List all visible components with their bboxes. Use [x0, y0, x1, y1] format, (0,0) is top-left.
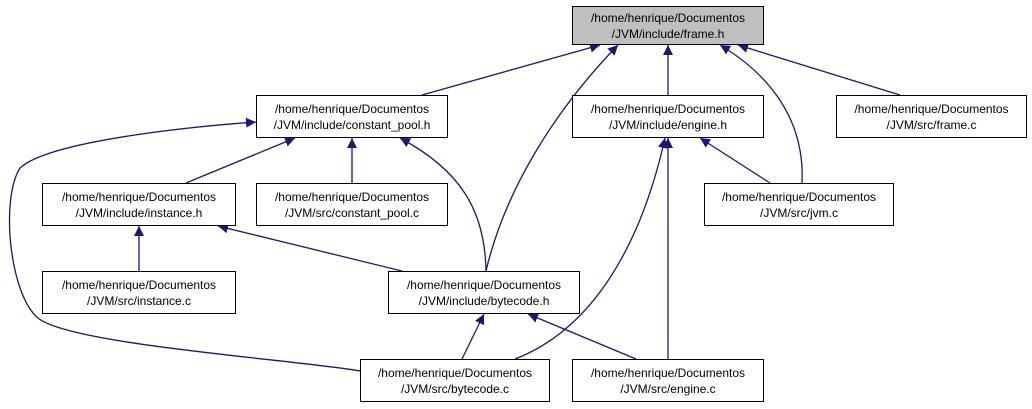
- node-instance-h-line1: /home/henrique/Documentos: [61, 189, 217, 204]
- node-engine-h-line1: /home/henrique/Documentos: [590, 101, 746, 116]
- node-engine-c[interactable]: /home/henrique/Documentos /JVM/src/engin…: [572, 359, 764, 402]
- edge-constant-pool-h-to-frame-h: [421, 42, 601, 96]
- edge-bytecode-c-to-constant-pool-h: [8, 117, 361, 372]
- node-constant-pool-h-line1: /home/henrique/Documentos: [274, 101, 430, 116]
- edge-bytecode-c-to-engine-h: [514, 137, 668, 360]
- node-bytecode-h-line2: /JVM/include/bytecode.h: [418, 293, 550, 308]
- edge-jvm-c-to-frame-h: [719, 44, 803, 184]
- node-bytecode-c[interactable]: /home/henrique/Documentos /JVM/src/bytec…: [360, 359, 550, 402]
- node-bytecode-c-line1: /home/henrique/Documentos: [377, 365, 533, 380]
- edge-bytecode-h-to-frame-h: [485, 44, 619, 272]
- node-frame-h-line2: /JVM/include/frame.h: [611, 26, 725, 41]
- node-constant-pool-c-line1: /home/henrique/Documentos: [274, 189, 430, 204]
- node-instance-c[interactable]: /home/henrique/Documentos /JVM/src/insta…: [42, 271, 236, 314]
- node-constant-pool-h[interactable]: /home/henrique/Documentos /JVM/include/c…: [256, 95, 448, 138]
- edge-instance-h-to-constant-pool-h: [185, 137, 296, 184]
- node-frame-c[interactable]: /home/henrique/Documentos /JVM/src/frame…: [836, 95, 1027, 138]
- node-frame-h-line1: /home/henrique/Documentos: [590, 10, 746, 25]
- node-frame-h: /home/henrique/Documentos /JVM/include/f…: [572, 6, 764, 45]
- edge-frame-c-to-frame-h: [737, 43, 901, 96]
- node-bytecode-c-line2: /JVM/src/bytecode.c: [400, 381, 510, 396]
- node-engine-h-line2: /JVM/include/engine.h: [608, 117, 728, 132]
- node-jvm-c-line2: /JVM/src/jvm.c: [760, 205, 838, 220]
- edge-bytecode-c-to-bytecode-h: [461, 313, 485, 360]
- node-bytecode-h-line1: /home/henrique/Documentos: [406, 277, 562, 292]
- node-instance-h-line2: /JVM/include/instance.h: [75, 205, 203, 220]
- edge-bytecode-h-to-instance-h: [217, 223, 403, 272]
- edge-engine-c-to-bytecode-h: [527, 313, 637, 360]
- node-constant-pool-h-line2: /JVM/include/constant_pool.h: [273, 117, 431, 132]
- edge-jvm-c-to-engine-h: [699, 137, 771, 184]
- node-frame-c-line2: /JVM/src/frame.c: [886, 117, 977, 132]
- node-bytecode-h[interactable]: /home/henrique/Documentos /JVM/include/b…: [388, 271, 580, 314]
- node-jvm-c[interactable]: /home/henrique/Documentos /JVM/src/jvm.c: [704, 183, 894, 226]
- node-jvm-c-line1: /home/henrique/Documentos: [721, 189, 877, 204]
- node-instance-h[interactable]: /home/henrique/Documentos /JVM/include/i…: [42, 183, 236, 226]
- node-engine-c-line2: /JVM/src/engine.c: [620, 381, 716, 396]
- node-frame-c-line1: /home/henrique/Documentos: [854, 101, 1009, 116]
- node-instance-c-line2: /JVM/src/instance.c: [86, 293, 192, 308]
- node-constant-pool-c-line2: /JVM/src/constant_pool.c: [284, 205, 420, 220]
- edge-bytecode-h-to-constant-pool-h: [399, 137, 487, 272]
- node-engine-c-line1: /home/henrique/Documentos: [590, 365, 746, 380]
- node-instance-c-line1: /home/henrique/Documentos: [61, 277, 217, 292]
- node-constant-pool-c[interactable]: /home/henrique/Documentos /JVM/src/const…: [256, 183, 448, 226]
- node-engine-h[interactable]: /home/henrique/Documentos /JVM/include/e…: [572, 95, 764, 138]
